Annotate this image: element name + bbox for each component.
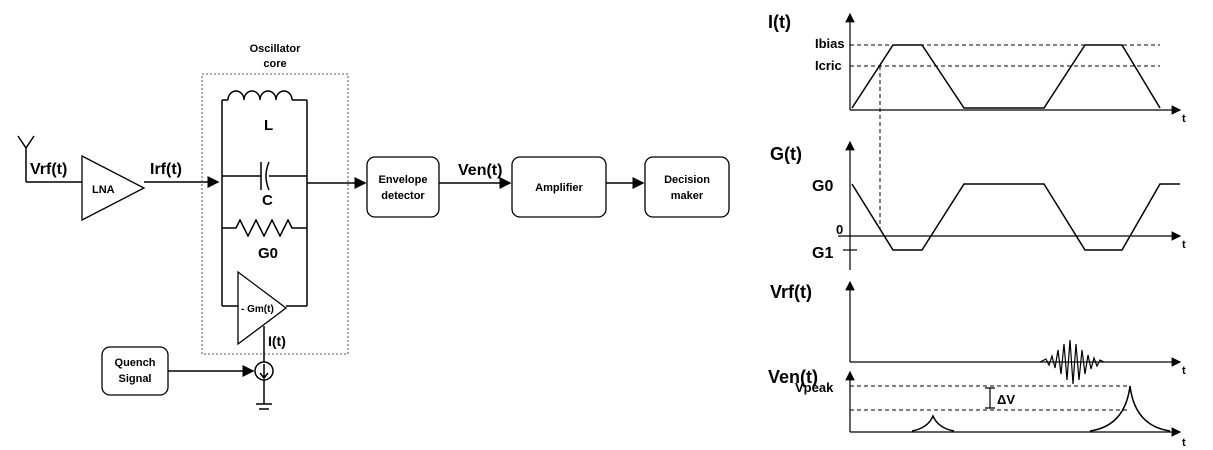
ground-icon xyxy=(256,380,272,410)
ven-small-pulse xyxy=(911,414,955,432)
it-t-label: t xyxy=(1182,113,1186,125)
oscillator-title-line1: Oscillator xyxy=(250,43,301,55)
quench-line1: Quench xyxy=(115,357,156,369)
irf-label: Irf(t) xyxy=(150,161,182,178)
input-label: Vrf(t) xyxy=(30,161,67,178)
negative-gm-amplifier: - Gm(t) xyxy=(222,270,307,346)
delta-v-marker xyxy=(985,387,995,409)
g0-label: G0 xyxy=(812,178,833,195)
vrf-burst xyxy=(1039,339,1105,385)
icric-label: Icric xyxy=(815,58,842,73)
ven-large-pulse xyxy=(1089,385,1171,432)
inductor-label: L xyxy=(264,117,273,134)
vrf-t-label: t xyxy=(1182,365,1186,377)
it-title: I(t) xyxy=(768,12,791,32)
lna-block: LNA xyxy=(81,154,146,222)
ibias-label: Ibias xyxy=(815,36,845,51)
antenna-icon xyxy=(17,135,35,182)
vrf-plot: Vrf(t) t xyxy=(770,280,1186,385)
decision-maker-block xyxy=(644,156,730,218)
ven-plot: Ven(t) t Vpeak ΔV xyxy=(768,367,1186,449)
gt-t-label: t xyxy=(1182,239,1186,251)
decision-line2: maker xyxy=(671,190,704,202)
oscillator-title-line2: core xyxy=(263,58,286,70)
it-waveform xyxy=(851,44,1161,109)
quench-signal-block xyxy=(101,346,169,396)
gt-waveform xyxy=(851,183,1180,251)
gm-label: - Gm(t) xyxy=(241,304,274,315)
resistor-icon xyxy=(222,218,307,238)
vpeak-label: Vpeak xyxy=(795,380,834,395)
ven-title: Ven(t) xyxy=(768,367,818,387)
ven-t-label: t xyxy=(1182,437,1186,449)
vrf-title: Vrf(t) xyxy=(770,282,812,302)
envelope-detector-block xyxy=(366,156,440,218)
decision-line1: Decision xyxy=(664,174,710,186)
gt-title: G(t) xyxy=(770,144,802,164)
envelope-line2: detector xyxy=(381,190,425,202)
amplifier-block xyxy=(511,156,607,218)
quench-line2: Signal xyxy=(118,373,151,385)
it-plot: I(t) t Ibias Icric xyxy=(768,12,1186,125)
lna-label: LNA xyxy=(92,184,115,196)
delta-v-label: ΔV xyxy=(997,392,1015,407)
gt-plot: G(t) t G0 G1 0 xyxy=(770,140,1186,270)
g1-label: G1 xyxy=(812,245,833,262)
zero-label: 0 xyxy=(836,222,843,237)
ven-label: Ven(t) xyxy=(458,162,502,179)
envelope-line1: Envelope xyxy=(379,174,428,186)
capacitor-label: C xyxy=(262,192,273,209)
inductor-icon xyxy=(222,90,307,101)
resistor-label: G0 xyxy=(258,245,278,262)
capacitor-icon xyxy=(222,161,307,191)
current-label: I(t) xyxy=(268,333,286,349)
oscillator-core-boundary xyxy=(201,73,349,355)
current-source-icon xyxy=(254,361,274,381)
amplifier-label: Amplifier xyxy=(535,182,583,194)
